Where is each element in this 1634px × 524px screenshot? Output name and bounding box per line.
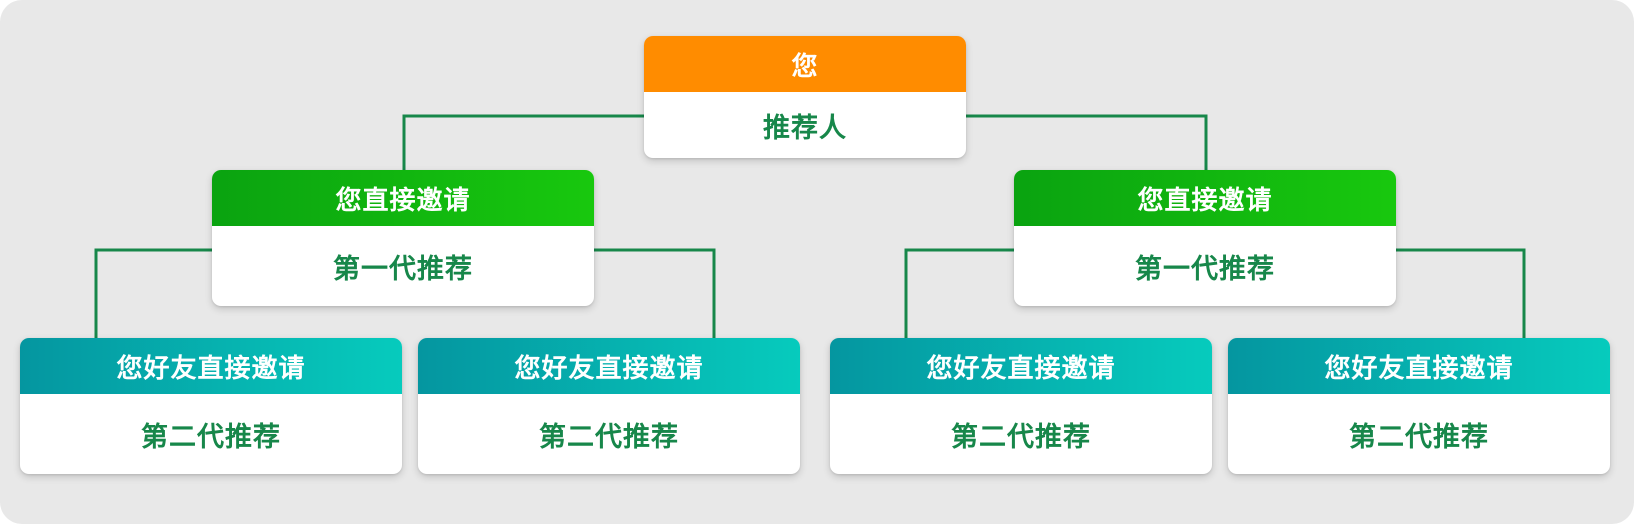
second-gen-node: 您好友直接邀请 第二代推荐 [20,338,402,474]
second-gen-node-subtitle: 第二代推荐 [141,421,281,453]
first-gen-node-title: 您直接邀请 [212,170,594,226]
first-gen-node: 您直接邀请 第一代推荐 [212,170,594,306]
first-gen-node-subtitle: 第一代推荐 [333,253,473,285]
second-gen-node: 您好友直接邀请 第二代推荐 [418,338,800,474]
second-gen-node-title: 您好友直接邀请 [418,338,800,394]
first-gen-node-subtitle: 第一代推荐 [1135,253,1275,285]
first-gen-node: 您直接邀请 第一代推荐 [1014,170,1396,306]
connector-first-gen-left-to-child-a [94,248,212,338]
second-gen-node-subtitle: 第二代推荐 [539,421,679,453]
root-node-subtitle: 推荐人 [763,112,847,144]
second-gen-node: 您好友直接邀请 第二代推荐 [1228,338,1610,474]
root-node: 您 推荐人 [644,36,966,158]
second-gen-node-subtitle: 第二代推荐 [951,421,1091,453]
first-gen-node-title: 您直接邀请 [1014,170,1396,226]
second-gen-node-title: 您好友直接邀请 [20,338,402,394]
connector-first-gen-left-to-child-b [594,248,716,338]
second-gen-node-title: 您好友直接邀请 [1228,338,1610,394]
root-node-title: 您 [644,36,966,92]
connector-root-to-first-gen-left [402,114,644,170]
second-gen-node-subtitle: 第二代推荐 [1349,421,1489,453]
second-gen-node-title: 您好友直接邀请 [830,338,1212,394]
connector-root-to-first-gen-right [966,114,1208,170]
connector-first-gen-right-to-child-c [904,248,1014,338]
second-gen-node: 您好友直接邀请 第二代推荐 [830,338,1212,474]
connector-first-gen-right-to-child-d [1396,248,1526,338]
